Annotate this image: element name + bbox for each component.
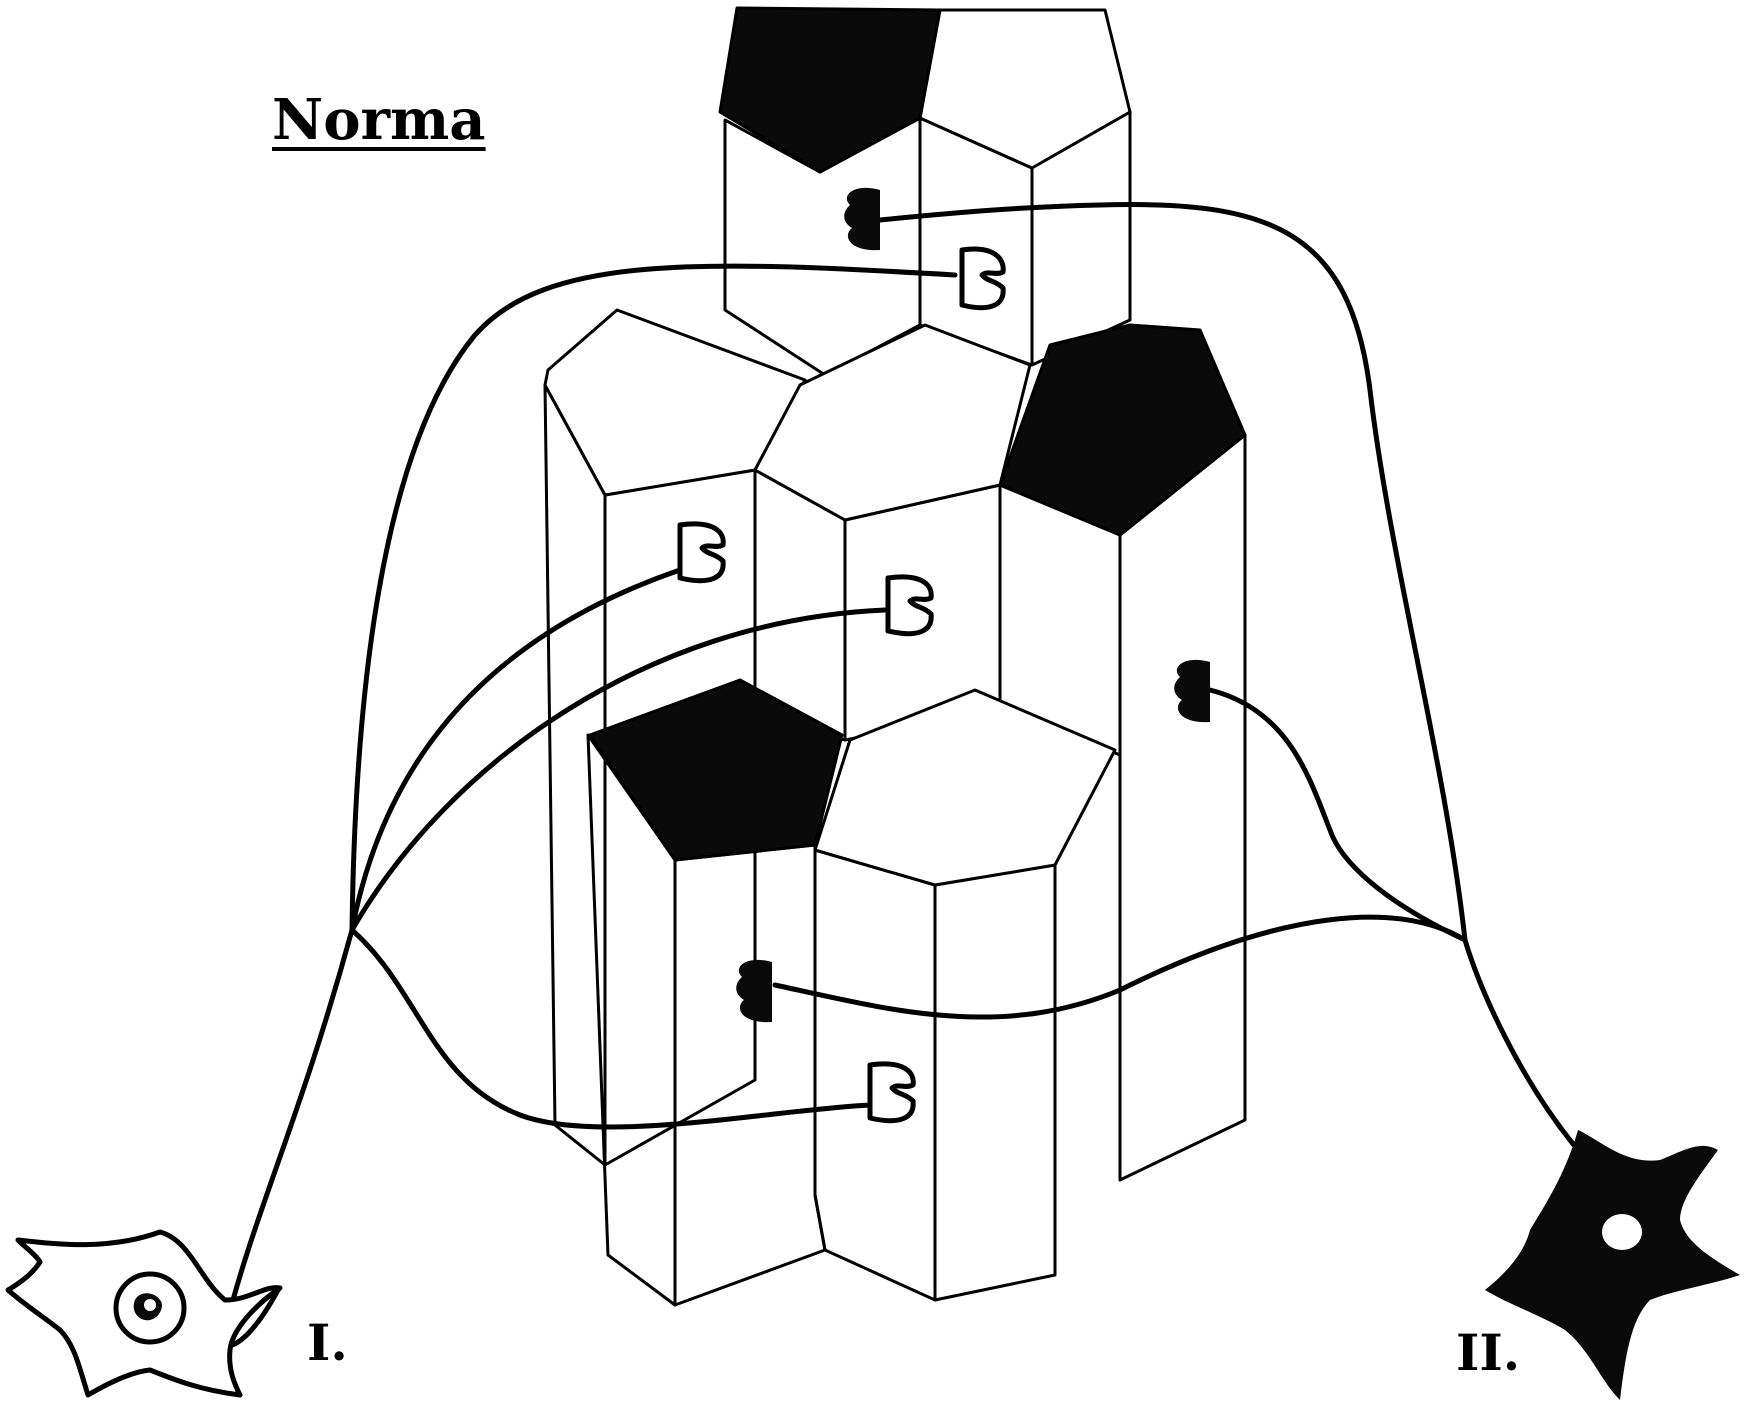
synapse-filled-1 [844, 188, 880, 250]
cell-front-left-front-face [675, 845, 825, 1305]
neuron-1-cell [8, 1232, 280, 1395]
synapse-filled-2 [1174, 660, 1210, 722]
fiber-2-right [1210, 690, 1465, 940]
fiber-1-trunk [225, 930, 352, 1330]
cell-front-right-front-face [935, 865, 1055, 1300]
neuron-2-nucleus [1602, 1214, 1642, 1250]
cell-column-front-right [815, 690, 1115, 1300]
cell-top-dark-cap [720, 8, 940, 172]
cell-column-top [720, 8, 1130, 375]
neuron-1-label: I. [307, 1318, 348, 1368]
fiber-1-bottom [352, 930, 870, 1127]
neuron-2-cell [1485, 1130, 1740, 1400]
cell-right-front-face [1120, 435, 1245, 1180]
synapse-open-2 [680, 524, 723, 581]
neuron-2-label: II. [1456, 1328, 1520, 1378]
diagram-title: Norma [272, 92, 486, 148]
cell-back-left-face [545, 385, 605, 1165]
fiber-2-trunk [1465, 940, 1578, 1150]
synapse-filled-3 [736, 960, 772, 1022]
